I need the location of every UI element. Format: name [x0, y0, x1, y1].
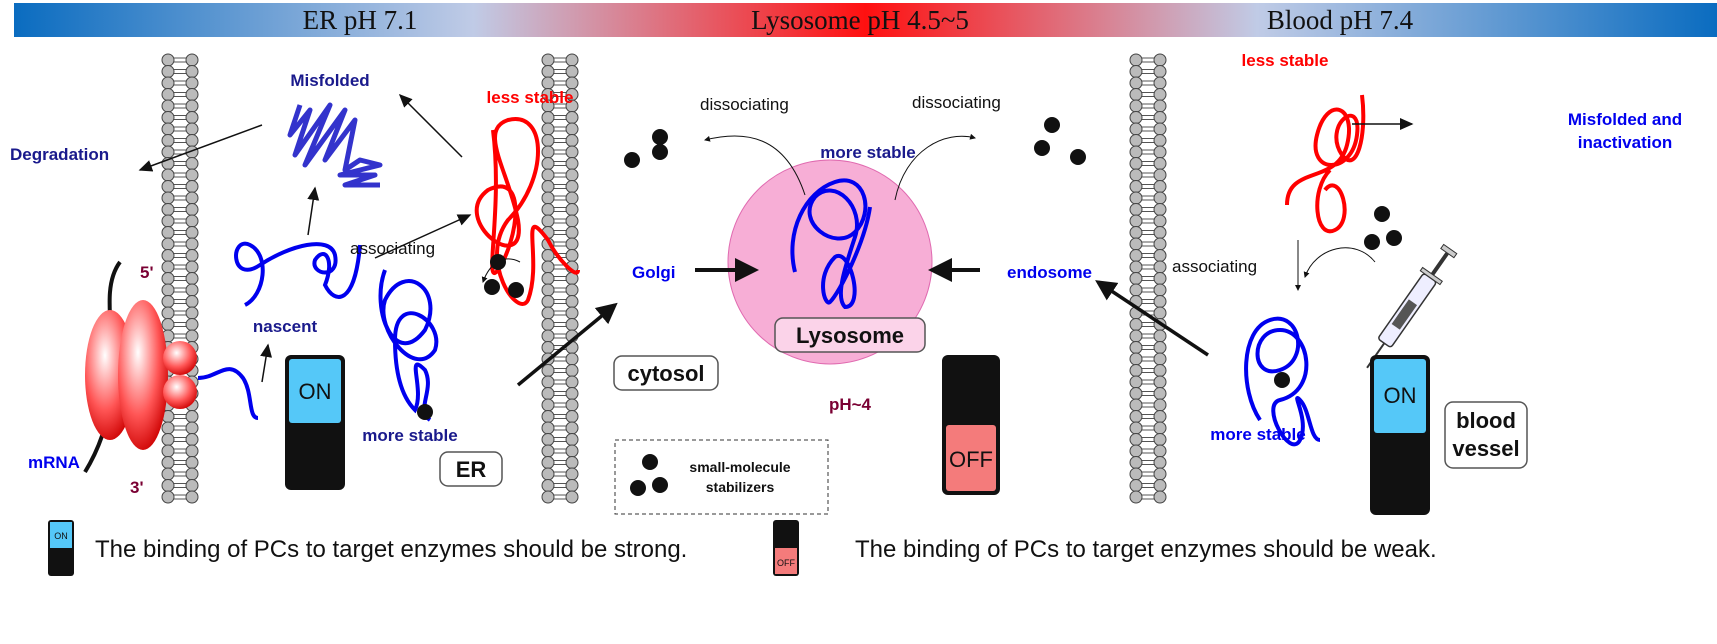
blood-section: less stable Misfolded and inactivation a…: [1172, 51, 1682, 515]
dissociating-right-label: dissociating: [912, 93, 1001, 112]
blood-on-switch: ON: [1370, 355, 1430, 515]
lysosome-more-stable-protein: [790, 178, 872, 310]
three-prime-label: 3': [130, 478, 144, 497]
nascent-protein: [234, 241, 362, 307]
misfolded-label: Misfolded: [290, 71, 369, 90]
er-less-stable-protein: [474, 117, 580, 306]
blood-misfolded-line2: inactivation: [1578, 133, 1672, 152]
endosome-label: endosome: [1007, 263, 1092, 282]
legend-on-label: ON: [54, 531, 68, 541]
legend-off-text: The binding of PCs to target enzymes sho…: [855, 536, 1437, 563]
lysosome-ph-label: pH~4: [829, 395, 872, 414]
bottom-legend: ON The binding of PCs to target enzymes …: [48, 520, 1437, 576]
blood-vessel-line2: vessel: [1452, 436, 1519, 461]
degradation-label: Degradation: [10, 145, 109, 164]
lipid-bilayer-3: [1129, 53, 1167, 504]
released-stabilizers-right: [1034, 117, 1086, 165]
released-stabilizers-left: [624, 129, 668, 168]
header-er-ph: ER pH 7.1: [303, 5, 418, 35]
lysosome-more-stable-label: more stable: [820, 143, 915, 162]
mrna-label: mRNA: [28, 453, 80, 472]
er-more-stable-protein: [378, 269, 439, 422]
lipid-bilayer-2: [541, 53, 579, 504]
ribosome: [83, 260, 259, 474]
blood-misfolded-line1: Misfolded and: [1568, 110, 1682, 129]
header-lysosome-ph: Lysosome pH 4.5~5: [751, 5, 969, 35]
blood-more-stable-label: more stable: [1210, 425, 1305, 444]
er-section: Misfolded Degradation less stable associ…: [10, 71, 580, 497]
blood-vessel-box: [1444, 401, 1528, 469]
er-on-switch: ON: [285, 355, 345, 490]
header-blood-ph: Blood pH 7.4: [1267, 5, 1414, 35]
lysosome-section: more stable dissociating dissociating Go…: [516, 93, 1209, 515]
er-less-stable-label: less stable: [487, 88, 574, 107]
golgi-label: Golgi: [632, 263, 675, 282]
legend-on-text: The binding of PCs to target enzymes sho…: [95, 536, 687, 563]
cytosol-box: [613, 355, 719, 391]
blood-less-stable-label: less stable: [1242, 51, 1329, 70]
ph-gradient-bar: ER pH 7.1 Lysosome pH 4.5~5 Blood pH 7.4: [14, 3, 1717, 37]
blood-switch-label: ON: [1384, 383, 1417, 408]
blood-vessel-line1: blood: [1456, 408, 1516, 433]
er-compartment-label: ER: [456, 457, 487, 482]
syringe-icon: [1366, 243, 1458, 369]
legend-on-switch-icon: ON: [48, 520, 74, 576]
stabilizers-legend-line1: small-molecule: [689, 459, 790, 475]
er-associating-label: associating: [350, 239, 435, 258]
lysosome-compartment-label: Lysosome: [796, 323, 904, 348]
dissociating-left-label: dissociating: [700, 95, 789, 114]
legend-off-switch-icon: OFF: [773, 520, 799, 576]
lysosome-switch-label: OFF: [949, 447, 993, 472]
cytosol-label: cytosol: [627, 361, 704, 386]
stabilizers-legend-line2: stabilizers: [706, 479, 775, 495]
blood-more-stable-protein: [1244, 316, 1321, 447]
er-more-stable-label: more stable: [362, 426, 457, 445]
blood-less-stable-protein: [1285, 94, 1366, 234]
five-prime-label: 5': [140, 263, 154, 282]
er-stabilizer-molecules: [484, 254, 524, 298]
stabilizers-legend-box: small-molecule stabilizers: [614, 439, 829, 515]
nascent-label: nascent: [253, 317, 318, 336]
blood-stabilizer-molecules: [1364, 206, 1402, 250]
lysosome-box: [774, 317, 926, 353]
blood-associating-label: associating: [1172, 257, 1257, 276]
lipid-bilayers: [161, 53, 1167, 504]
lipid-bilayer-1: [161, 53, 199, 504]
er-box: [439, 451, 503, 487]
er-switch-label: ON: [299, 379, 332, 404]
legend-off-label: OFF: [777, 558, 795, 568]
lysosome-off-switch: OFF: [942, 355, 1000, 495]
misfolded-protein: [287, 102, 383, 188]
